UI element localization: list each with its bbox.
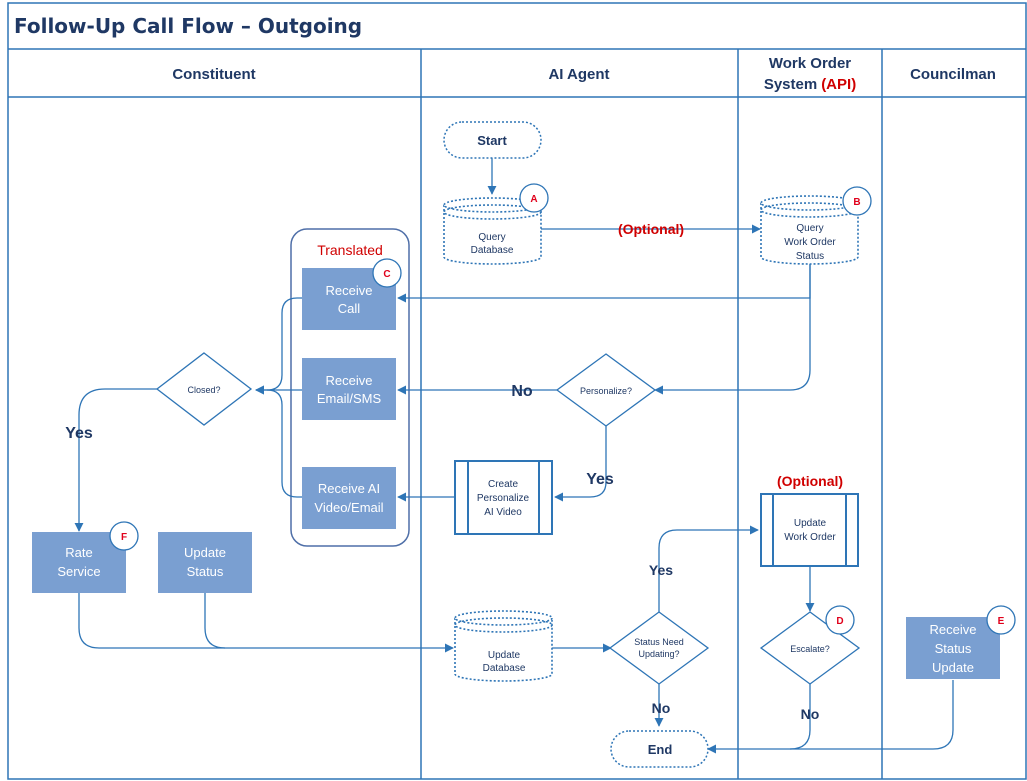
svg-text:F: F (121, 532, 127, 543)
lane-header-constituent: Constituent (172, 66, 255, 83)
end-terminator (610, 730, 709, 768)
closed-decision (155, 352, 253, 426)
badge-c: C (372, 258, 402, 288)
badge-b: B (842, 186, 872, 216)
update-database-cylinder (454, 610, 553, 682)
yes-status-label: Yes (649, 562, 673, 578)
svg-text:D: D (836, 616, 843, 627)
update-work-order-process (760, 493, 859, 567)
status-need-updating-decision (608, 611, 710, 685)
receive-ai-video-box (302, 467, 396, 529)
no-personalize-label: No (511, 383, 533, 400)
lane-header-work-order-line1: Work Order (769, 55, 851, 72)
badge-a: A (519, 183, 549, 213)
update-status-box (158, 532, 252, 593)
end-label: End (648, 742, 673, 757)
lane-header-work-order-line2: System(API) (764, 76, 856, 93)
start-terminator (443, 121, 542, 159)
query-work-order-cylinder (760, 195, 859, 265)
lane-header-ai-agent: AI Agent (548, 66, 609, 83)
svg-text:E: E (998, 616, 1005, 627)
create-video-process (454, 460, 553, 535)
rate-service-box (32, 532, 126, 593)
yes-personalize-label: Yes (586, 471, 614, 488)
start-label: Start (477, 133, 507, 148)
personalize-decision-label: Personalize? (580, 386, 632, 396)
badge-d: D (825, 605, 855, 635)
closed-decision-label: Closed? (187, 385, 220, 395)
svg-text:A: A (530, 194, 537, 205)
translated-group-title: Translated (317, 242, 383, 258)
lane-header-councilman: Councilman (910, 66, 996, 83)
yes-closed-label: Yes (65, 425, 93, 442)
badge-e: E (986, 605, 1016, 635)
optional-update-label: (Optional) (777, 473, 843, 489)
diagram-frame (7, 2, 1027, 780)
badge-f: F (109, 521, 139, 551)
escalate-decision-label: Escalate? (790, 644, 830, 654)
connectors (74, 158, 954, 754)
optional-query-label: (Optional) (618, 221, 684, 237)
diagram-title: Follow-Up Call Flow – Outgoing (14, 14, 362, 38)
svg-text:B: B (853, 197, 860, 208)
no-escalate-label: No (801, 706, 820, 722)
receive-email-sms-box (302, 358, 396, 420)
personalize-decision (555, 353, 657, 427)
no-status-label: No (652, 700, 671, 716)
svg-text:C: C (383, 269, 390, 280)
receive-status-update-box (906, 617, 1000, 679)
